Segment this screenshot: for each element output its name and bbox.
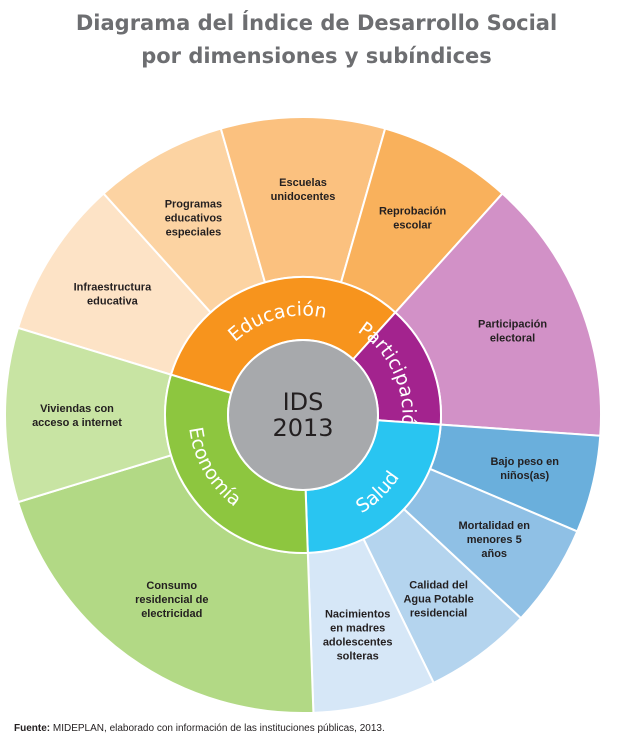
subindex-label-line: Participación <box>478 318 547 330</box>
subindex-label-line: adolescentes <box>323 636 393 648</box>
subindex-label-line: niños(as) <box>500 470 549 482</box>
subindex-label-line: unidocentes <box>271 191 336 203</box>
subindex-label-line: Agua Potable <box>403 593 473 605</box>
subindex-label-line: especiales <box>166 226 222 238</box>
subindex-label-line: Escuelas <box>279 177 327 189</box>
subindex-label-line: solteras <box>337 650 379 662</box>
subindex-label-line: educativos <box>165 212 222 224</box>
subindex-label-line: Viviendas con <box>40 403 114 415</box>
subindex-label-line: educativa <box>87 296 139 308</box>
subindex-label-consumo-residencial-de-electricidad: Consumo residencial de electricidad <box>135 580 208 620</box>
subindex-label-participacion-electoral: Participación electoral <box>478 318 547 344</box>
chart-title-line-2: por dimensiones y subíndices <box>141 44 492 68</box>
subindex-label-bajo-peso-en-ninos-as: Bajo peso en niños(as) <box>490 456 559 482</box>
subindex-label-line: Nacimientos <box>325 608 390 620</box>
subindex-label-line: acceso a internet <box>32 417 122 429</box>
subindex-label-line: Bajo peso en <box>490 456 559 468</box>
subindex-label-line: Calidad del <box>409 579 468 591</box>
subindex-label-mortalidad-en-menores-5-anos: Mortalidad en menores 5 años <box>458 520 530 560</box>
subindex-label-escuelas-unidocentes: Escuelas unidocentes <box>271 177 336 203</box>
subindex-label-line: escolar <box>393 219 432 231</box>
center-disc: IDS 2013 <box>227 339 379 491</box>
subindex-label-line: Programas <box>165 198 222 210</box>
subindex-label-infraestructura-educativa: Infraestructura educativa <box>74 282 153 308</box>
source-text: MIDEPLAN, elaborado con información de l… <box>50 723 385 734</box>
subindex-label-line: años <box>481 548 507 560</box>
subindex-label-line: Infraestructura <box>74 282 153 294</box>
subindex-label-nacimientos-en-madres-adolescentes-solteras: Nacimientos en madres adolescentes solteras <box>323 608 393 662</box>
subindex-label-reprobacion-escolar: Reprobación escolar <box>379 205 447 231</box>
chart-title-line-1: Diagrama del Índice de Desarrollo Social <box>75 11 558 35</box>
subindex-label-line: menores 5 <box>467 534 522 546</box>
subindex-label-line: electricidad <box>141 608 202 620</box>
source-label: Fuente: <box>14 723 51 734</box>
subindex-label-programas-educativos-especiales: Programas educativos especiales <box>165 198 222 238</box>
center-circle <box>227 339 379 491</box>
subindex-label-line: Reprobación <box>379 205 447 217</box>
dimension-ring: EducaciónParticipaciónSaludEconomía <box>164 276 442 554</box>
subindex-label-line: Mortalidad en <box>458 520 530 532</box>
subindex-label-line: en madres <box>330 622 385 634</box>
subindex-label-line: electoral <box>490 332 535 344</box>
subindex-label-line: residencial <box>410 607 467 619</box>
subindex-label-viviendas-con-acceso-a-internet: Viviendas con acceso a internet <box>32 403 122 429</box>
center-label-year: 2013 <box>272 414 333 442</box>
center-label-ids: IDS <box>283 388 324 416</box>
source-note: Fuente: MIDEPLAN, elaborado con informac… <box>14 723 385 734</box>
subindex-label-line: Consumo <box>146 580 197 592</box>
subindex-label-line: residencial de <box>135 594 208 606</box>
